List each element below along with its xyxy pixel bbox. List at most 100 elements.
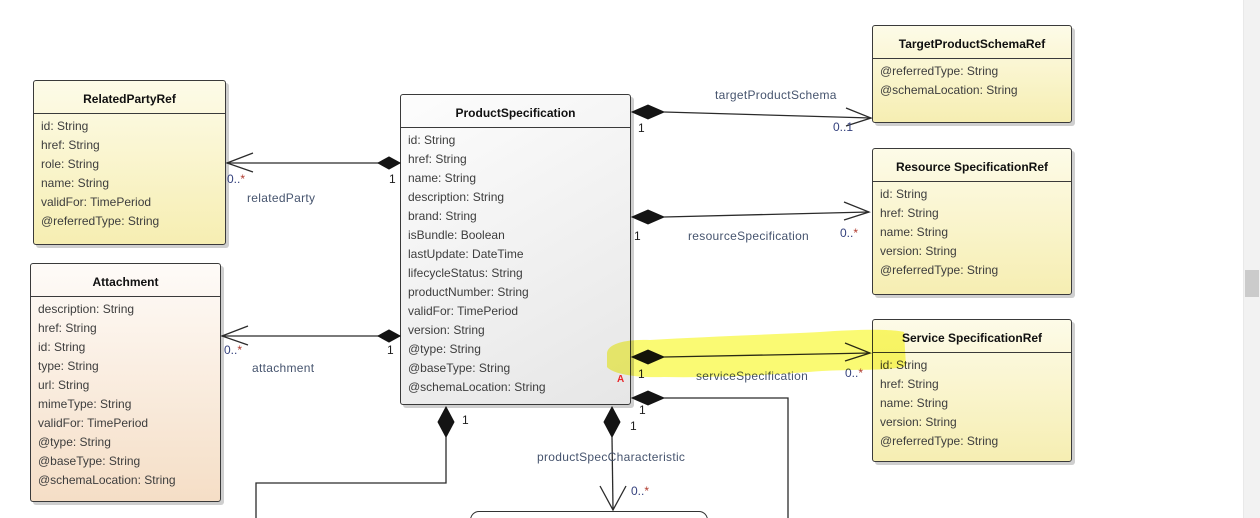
multiplicity-label: 1 — [630, 419, 637, 433]
multiplicity-label: 1 — [389, 172, 396, 186]
multiplicity-label: 1 — [638, 367, 645, 381]
class-attributes: id: String href: String name: String descri… — [401, 128, 630, 397]
connector-servicespecification[interactable] — [630, 342, 872, 365]
multiplicity-label: 1 — [638, 121, 645, 135]
connector-resourcespecification[interactable] — [630, 201, 871, 225]
association-label: productSpecCharacteristic — [537, 450, 686, 464]
association-label: serviceSpecification — [696, 369, 809, 383]
class-attribute: name: String — [880, 225, 949, 239]
open-arrow-icon — [599, 485, 627, 512]
class-attribute: brand: String — [408, 209, 477, 223]
composition-diamond-icon — [603, 405, 621, 439]
stereotype-marker-a: A — [617, 374, 625, 385]
class-attachment[interactable]: Attachment description: String href: Stri… — [30, 263, 221, 502]
class-attribute: productNumber: String — [408, 285, 529, 299]
composition-diamond-icon — [630, 104, 666, 120]
class-attributes: id: String href: String role: String name: … — [34, 114, 225, 231]
class-attribute: validFor: TimePeriod — [41, 195, 152, 209]
connector-relatedparty[interactable] — [225, 152, 402, 173]
class-targetproductschemaref[interactable]: TargetProductSchemaRef @referredType: St… — [872, 25, 1072, 123]
class-title: RelatedPartyRef — [34, 81, 225, 114]
class-attributes: @referredType: String @schemaLocation: St… — [873, 59, 1071, 100]
multiplicity-label: 0..* — [845, 366, 864, 380]
class-attribute: href: String — [880, 377, 939, 391]
class-attribute: id: String — [408, 133, 456, 147]
class-attribute: name: String — [408, 171, 477, 185]
class-attribute: @baseType: String — [38, 454, 141, 468]
class-attribute: @referredType: String — [41, 214, 160, 228]
multiplicity-label: 1 — [462, 413, 469, 427]
class-attribute: @type: String — [38, 435, 111, 449]
class-relatedpartyref[interactable]: RelatedPartyRef id: String href: String ro… — [33, 80, 226, 245]
class-attribute: mimeType: String — [38, 397, 132, 411]
class-attribute: type: String — [38, 359, 99, 373]
class-attribute: version: String — [880, 415, 957, 429]
class-attribute: validFor: TimePeriod — [38, 416, 149, 430]
class-attribute: id: String — [38, 340, 86, 354]
class-attribute: isBundle: Boolean — [408, 228, 505, 242]
scrollbar-thumb[interactable] — [1245, 270, 1259, 297]
association-label: targetProductSchema — [715, 88, 837, 102]
multiplicity-label: 0..* — [227, 172, 246, 186]
class-attribute: id: String — [880, 358, 928, 372]
class-productspecification[interactable]: ProductSpecification id: String href: Str… — [400, 94, 631, 405]
class-attribute: @referredType: String — [880, 263, 999, 277]
class-attribute: @schemaLocation: String — [880, 83, 1018, 97]
class-attribute: @referredType: String — [880, 434, 999, 448]
connector-composition-left[interactable] — [255, 405, 455, 518]
connector-attachment[interactable] — [220, 325, 402, 346]
class-attribute: url: String — [38, 378, 90, 392]
class-attribute: version: String — [880, 244, 957, 258]
class-title: TargetProductSchemaRef — [873, 26, 1071, 59]
class-servicespecificationref[interactable]: Service SpecificationRef id: String href:… — [872, 319, 1072, 462]
class-partial-bottom[interactable] — [470, 511, 708, 518]
class-attributes: id: String href: String name: String versio… — [873, 353, 1071, 451]
multiplicity-label: 0..* — [224, 343, 243, 357]
class-attribute: lastUpdate: DateTime — [408, 247, 524, 261]
class-attribute: version: String — [408, 323, 485, 337]
composition-diamond-icon — [630, 390, 666, 406]
multiplicity-label: 0..1 — [833, 120, 854, 134]
association-label: relatedParty — [247, 191, 316, 205]
class-title: Service SpecificationRef — [873, 320, 1071, 353]
class-attribute: href: String — [38, 321, 97, 335]
open-arrow-icon — [844, 342, 872, 362]
composition-diamond-icon — [630, 209, 666, 225]
vertical-scrollbar[interactable] — [1243, 0, 1260, 518]
class-title: Resource SpecificationRef — [873, 149, 1071, 182]
composition-diamond-icon — [630, 349, 666, 365]
class-attribute: lifecycleStatus: String — [408, 266, 523, 280]
class-attribute: id: String — [880, 187, 928, 201]
multiplicity-label: 0..* — [631, 484, 650, 498]
class-attributes: description: String href: String id: Strin… — [31, 297, 220, 490]
open-arrow-icon — [225, 152, 254, 173]
multiplicity-label: 1 — [387, 343, 394, 357]
multiplicity-label: 0..* — [840, 226, 859, 240]
class-attribute: @schemaLocation: String — [408, 380, 546, 394]
class-attribute: name: String — [880, 396, 949, 410]
class-attribute: href: String — [41, 138, 100, 152]
class-attribute: validFor: TimePeriod — [408, 304, 519, 318]
composition-diamond-icon — [437, 405, 455, 439]
class-attribute: description: String — [38, 302, 135, 316]
composition-diamond-icon — [376, 329, 402, 343]
class-attribute: href: String — [408, 152, 467, 166]
class-title: Attachment — [31, 264, 220, 297]
class-resourcespecificationref[interactable]: Resource SpecificationRef id: String href… — [872, 148, 1072, 295]
class-attribute: @baseType: String — [408, 361, 511, 375]
class-attribute: @referredType: String — [880, 64, 999, 78]
composition-diamond-icon — [376, 156, 402, 170]
class-attribute: description: String — [408, 190, 505, 204]
open-arrow-icon — [843, 201, 871, 221]
class-attributes: id: String href: String name: String versio… — [873, 182, 1071, 280]
association-label: attachment — [252, 361, 315, 375]
class-attribute: @type: String — [408, 342, 481, 356]
class-attribute: id: String — [41, 119, 89, 133]
class-attribute: name: String — [41, 176, 110, 190]
multiplicity-label: 1 — [634, 229, 641, 243]
class-title: ProductSpecification — [401, 95, 630, 128]
class-attribute: href: String — [880, 206, 939, 220]
class-attribute: role: String — [41, 157, 100, 171]
multiplicity-label: 1 — [639, 403, 646, 417]
